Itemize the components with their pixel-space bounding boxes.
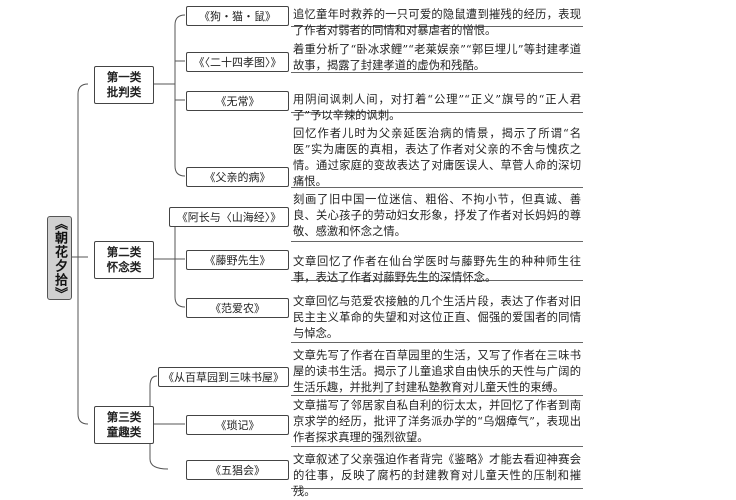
desc-underline (291, 342, 583, 343)
desc-underline (291, 241, 583, 242)
desc-baicaoyuan: 文章先写了作者在百草园里的生活，又写了作者在三味书屋的读书生活。揭示了儿童追求自… (293, 349, 581, 394)
root-label: 《朝花夕拾》 (52, 217, 67, 301)
item-title: 《阿长与〈山海经〉》 (176, 211, 282, 224)
desc-underline (291, 72, 583, 73)
desc-underline (291, 395, 583, 396)
desc-fan-ainong: 文章回忆与范爱农接触的几个生活片段，表达了作者对旧民主主义革命的失望和对这位正直… (293, 295, 581, 340)
desc-dog-cat-mouse: 追忆童年时救养的一只可爱的隐鼠遭到摧残的经历，表现了作者对弱者的同情和对暴虐者的… (293, 8, 581, 37)
connector-cat2-spine (174, 215, 186, 308)
item-fujino: 《藤野先生》 (186, 250, 289, 270)
desc-father-illness: 回忆作者儿时为父亲延医治病的情景，揭示了所谓“名医”实为庸医的真相，表达了作者对… (293, 127, 581, 188)
item-title: 《从百草园到三味书屋》 (163, 371, 284, 384)
desc-fujino: 文章回忆了作者在仙台学医时与藤野先生的种种师生往事，表达了作者对藤野先生的深情怀… (293, 255, 581, 284)
desc-a-chang: 刻画了旧中国一位迷信、粗俗、不拘小节，但真诚、善良、关心孩子的劳动妇女形象，抒发… (293, 193, 581, 238)
root-node: 《朝花夕拾》 (47, 216, 72, 301)
category-childhood-line2: 童趣类 (106, 425, 142, 439)
desc-underline (291, 26, 583, 27)
desc-suoji: 文章描写了邻居家自私自利的衍太太，并回忆了作者到南京求学的经历，批评了洋务派办学… (293, 399, 581, 444)
desc-underline (291, 488, 583, 489)
category-critique-line2: 批判类 (106, 85, 142, 99)
category-nostalgia: 第二类 怀念类 (94, 241, 154, 279)
item-title: 《父亲的病》 (204, 171, 271, 184)
item-title: 《范爱农》 (210, 302, 265, 315)
desc-twenty-four-filial: 着重分析了“卧冰求鲤”“老莱娱亲”“郭巨埋儿”等封建孝道故事，揭露了封建孝道的虚… (293, 43, 581, 72)
category-childhood: 第三类 童趣类 (94, 406, 154, 444)
category-nostalgia-line1: 第二类 (106, 245, 142, 259)
connector-root-spine (77, 83, 89, 425)
desc-underline (291, 280, 583, 281)
desc-wuchanghui: 文章叙述了父亲强迫作者背完《鉴略》才能去看迎神赛会的往事，反映了腐朽的封建教育对… (293, 453, 581, 498)
item-wuchanghui: 《五猖会》 (186, 460, 289, 480)
desc-underline (291, 187, 583, 188)
desc-underline (291, 112, 583, 113)
category-nostalgia-line2: 怀念类 (106, 260, 142, 274)
item-suoji: 《琐记》 (186, 415, 289, 435)
connector-cat1-branches (163, 60, 185, 101)
category-critique: 第一类 批判类 (94, 66, 154, 104)
category-childhood-line1: 第三类 (106, 410, 142, 424)
item-fan-ainong: 《范爱农》 (186, 298, 289, 318)
item-title: 《藤野先生》 (204, 254, 271, 267)
item-title: 《琐记》 (215, 419, 260, 432)
desc-wuchang: 用阴间讽刺人间，对打着“公理”“正义”旗号的“正人君子”予以辛辣的讽刺。 (293, 93, 581, 122)
item-father-illness: 《父亲的病》 (186, 167, 289, 187)
item-title: 《狗・猫・鼠》 (199, 10, 276, 23)
item-title: 《〈二十四孝图〉》 (193, 56, 282, 69)
connector-cat1-spine (174, 14, 186, 177)
item-title: 《五猖会》 (210, 464, 265, 477)
item-dog-cat-mouse: 《狗・猫・鼠》 (186, 6, 289, 26)
desc-underline (291, 446, 583, 447)
item-twenty-four-filial: 《〈二十四孝图〉》 (186, 52, 289, 72)
item-baicaoyuan: 《从百草园到三味书屋》 (158, 367, 289, 387)
item-a-chang: 《阿长与〈山海经〉》 (169, 207, 289, 227)
item-wuchang: 《无常》 (186, 91, 289, 111)
item-title: 《无常》 (215, 95, 260, 108)
category-critique-line1: 第一类 (106, 70, 142, 84)
